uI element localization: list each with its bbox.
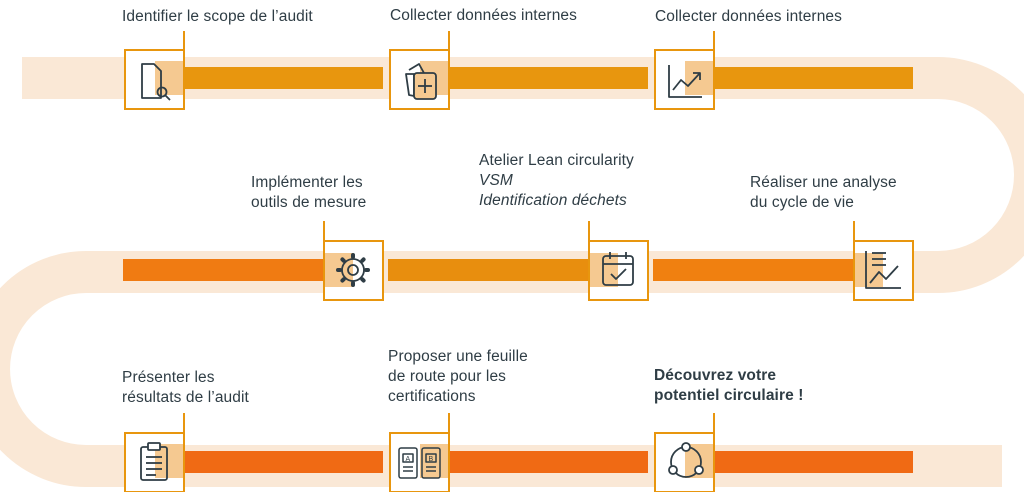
step-label-measure-tools: Implémenter les outils de mesure [251, 173, 366, 213]
step-label-roadmap: Proposer une feuille de route pour les c… [388, 347, 528, 407]
step-label-lifecycle: Réaliser une analyse du cycle de vie [750, 173, 897, 213]
trend-chart-icon [668, 65, 702, 98]
label-line: Découvrez votre [654, 367, 777, 384]
list-chart-icon [865, 251, 901, 289]
label-line-italic: VSM [479, 172, 513, 189]
step-label-scope: Identifier le scope de l’audit [122, 7, 313, 27]
bar-row1-a [155, 67, 383, 89]
file-add-icon [405, 63, 437, 100]
clipboard-icon [140, 442, 168, 481]
bar-row2-a [123, 259, 351, 281]
step-roadmap: A B [389, 413, 450, 492]
ab-documents-icon: A B [398, 447, 441, 479]
bar-row1-b [420, 67, 648, 89]
step-discover [654, 413, 715, 492]
label-line-italic: Identification déchets [479, 192, 627, 209]
bar-row2-c [653, 259, 881, 281]
step-scope [124, 31, 185, 110]
document-search-icon [141, 63, 171, 101]
calendar-check-icon [602, 252, 634, 286]
label-line: Réaliser une analyse [750, 174, 897, 191]
label-line: Collecter données internes [655, 8, 842, 25]
icon-box-fill [685, 61, 713, 95]
label-line: résultats de l’audit [122, 389, 249, 406]
icon-box-fill [420, 444, 448, 478]
label-line: Identifier le scope de l’audit [122, 8, 313, 25]
step-label-collect-2: Collecter données internes [655, 7, 842, 27]
label-line: potentiel circulaire ! [654, 387, 804, 404]
bar-row2-b [388, 259, 616, 281]
label-line: certifications [388, 388, 476, 405]
step-label-collect-1: Collecter données internes [390, 6, 577, 26]
svg-text:A: A [406, 456, 411, 463]
icon-box-fill [155, 61, 183, 95]
label-line: Atelier Lean circularity [479, 152, 634, 169]
label-line: Collecter données internes [390, 7, 577, 24]
bar-row3-a [155, 451, 383, 473]
step-lifecycle [853, 221, 914, 301]
label-line: Présenter les [122, 369, 215, 386]
bar-row3-b [420, 451, 648, 473]
bar-row3-c [685, 451, 913, 473]
icon-box [853, 240, 914, 301]
step-label-results: Présenter les résultats de l’audit [122, 368, 249, 408]
bar-row1-c [685, 67, 913, 89]
label-line: de route pour les [388, 368, 507, 385]
gear-icon [336, 253, 370, 287]
step-collect-2 [654, 31, 715, 110]
step-measure-tools [323, 221, 384, 301]
label-line: outils de mesure [251, 194, 367, 211]
label-line: du cycle de vie [750, 194, 855, 211]
svg-text:B: B [429, 456, 434, 463]
label-line: Proposer une feuille [388, 348, 528, 365]
step-results [124, 413, 185, 492]
cycle-network-icon [668, 442, 704, 478]
step-lean-workshop [588, 221, 649, 301]
icon-box-fill [590, 253, 618, 287]
step-collect-1 [389, 31, 450, 110]
step-label-lean-workshop: Atelier Lean circularity VSM Identificat… [479, 151, 634, 211]
step-label-discover: Découvrez votre potentiel circulaire ! [654, 366, 804, 406]
roadmap-bars [123, 67, 913, 473]
label-line: Implémenter les [251, 174, 363, 191]
